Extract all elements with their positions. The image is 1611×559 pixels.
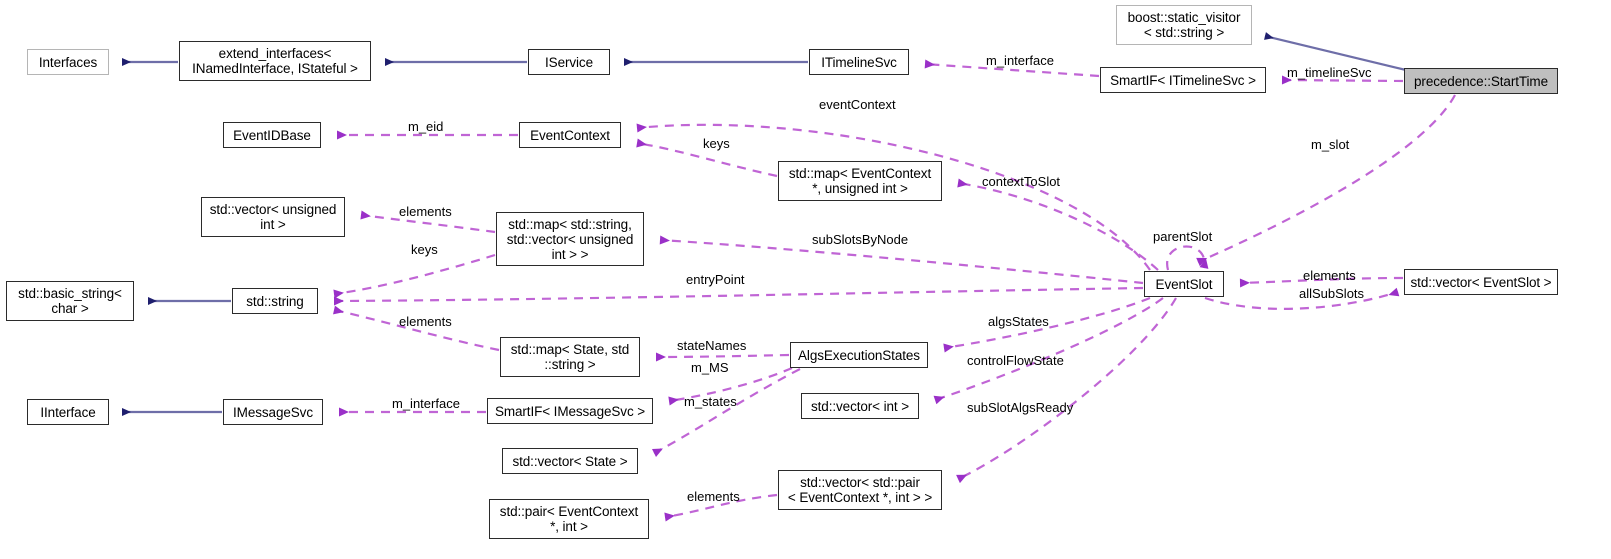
edge-veceventslot-to-eventslot xyxy=(1239,276,1404,288)
edge-label-l_elements_slot: elements xyxy=(1303,268,1356,283)
node-map_str_vec[interactable]: std::map< std::string, std::vector< unsi… xyxy=(496,212,644,266)
edge-label-l_m_interface_top: m_interface xyxy=(986,53,1054,68)
edge-label-l_elements_str: elements xyxy=(399,314,452,329)
node-pair_ctx_int[interactable]: std::pair< EventContext *, int > xyxy=(489,499,649,539)
node-smartif_msg[interactable]: SmartIF< IMessageSvc > xyxy=(487,398,653,424)
edge-eventslot-to-veceventslot xyxy=(1204,287,1400,310)
edge-label-l_entryPoint: entryPoint xyxy=(686,272,745,287)
edge-algsstates-to-vecstate xyxy=(651,368,801,458)
edge-eventslot-to-stdstring xyxy=(333,286,1144,306)
node-algs_exec_states[interactable]: AlgsExecutionStates xyxy=(790,342,928,368)
edge-algsstates-to-mapstate xyxy=(655,352,790,362)
node-vec_pair[interactable]: std::vector< std::pair < EventContext *,… xyxy=(778,470,942,510)
edge-starttime-to-eventslot xyxy=(1196,94,1456,267)
edge-label-l_m_timelineSvc: m_timelineSvc xyxy=(1287,65,1372,80)
edge-label-l_subSlotsByNode: subSlotsByNode xyxy=(812,232,909,247)
edge-label-l_m_eid: m_eid xyxy=(408,119,444,134)
node-vec_eventslot[interactable]: std::vector< EventSlot > xyxy=(1404,269,1558,295)
node-vec_int[interactable]: std::vector< int > xyxy=(801,393,919,419)
edge-smartif-timeline-to-itimelinesvc xyxy=(924,59,1100,78)
edge-mapctx-to-eventcontext xyxy=(636,138,778,178)
edge-label-l_parentSlot: parentSlot xyxy=(1153,229,1213,244)
edge-eventslot-to-mapstrvec xyxy=(659,235,1144,285)
node-eventslot[interactable]: EventSlot xyxy=(1144,271,1224,297)
edge-eventslot-to-algsstates xyxy=(943,296,1151,353)
edge-mapstrvec-to-stdstring xyxy=(333,253,496,299)
node-iinterface[interactable]: IInterface xyxy=(27,399,109,425)
edge-label-l_m_slot: m_slot xyxy=(1311,137,1350,152)
usage-edges xyxy=(333,59,1456,522)
node-itimelinesvc[interactable]: ITimelineSvc xyxy=(809,49,909,75)
edge-label-l_elements_vecuint: elements xyxy=(399,204,452,219)
edge-mapstate-to-stdstring xyxy=(333,305,500,352)
node-extend_interfaces[interactable]: extend_interfaces< INamedInterface, ISta… xyxy=(179,41,371,81)
inheritance-edges xyxy=(122,32,1407,416)
node-starttime[interactable]: precedence::StartTime xyxy=(1404,68,1558,94)
edge-starttime-to-smartif-timeline xyxy=(1281,75,1404,85)
node-vec_state[interactable]: std::vector< State > xyxy=(502,448,638,474)
edge-label-l_keys_top: keys xyxy=(703,136,730,151)
edge-mapstrvec-to-vecuint xyxy=(360,210,496,234)
node-map_state_string[interactable]: std::map< State, std ::string > xyxy=(500,337,640,377)
node-eventcontext[interactable]: EventContext xyxy=(519,122,621,148)
edge-label-l_stateNames: stateNames xyxy=(677,338,747,353)
edge-starttime-to-boost-visitor xyxy=(1264,32,1407,72)
node-basic_string[interactable]: std::basic_string< char > xyxy=(6,281,134,321)
edge-label-l_algsStates: algsStates xyxy=(988,314,1049,329)
node-smartif_timeline[interactable]: SmartIF< ITimelineSvc > xyxy=(1100,67,1266,93)
edge-label-l_eventContext: eventContext xyxy=(819,97,896,112)
edge-label-l_m_states: m_states xyxy=(684,394,737,409)
edge-algsstates-to-smartifmsg xyxy=(668,366,793,406)
edge-label-l_m_interface_bot: m_interface xyxy=(392,396,460,411)
edge-vecpair-to-pairctxint xyxy=(664,493,778,522)
node-eventidbase[interactable]: EventIDBase xyxy=(223,122,321,148)
edge-eventslot-to-eventcontext xyxy=(636,123,1151,271)
edge-label-l_keys_mid: keys xyxy=(411,242,438,257)
node-interfaces[interactable]: Interfaces xyxy=(27,49,109,75)
node-boost_visitor[interactable]: boost::static_visitor < std::string > xyxy=(1116,5,1252,45)
edge-label-l_contextToSlot: contextToSlot xyxy=(982,174,1061,189)
node-std_string[interactable]: std::string xyxy=(232,288,318,314)
edge-eventslot-to-vecint xyxy=(933,297,1164,405)
edge-label-l_elements_pair: elements xyxy=(687,489,740,504)
node-vec_uint[interactable]: std::vector< unsigned int > xyxy=(201,197,345,237)
edge-label-l_controlFlowState: controlFlowState xyxy=(967,353,1064,368)
edge-label-l_subSlotAlgsReady: subSlotAlgsReady xyxy=(967,400,1074,415)
node-map_ctx_uint[interactable]: std::map< EventContext *, unsigned int > xyxy=(778,161,942,201)
edge-label-l_m_MS: m_MS xyxy=(691,360,729,375)
node-iservice[interactable]: IService xyxy=(528,49,610,75)
node-imessagesvc[interactable]: IMessageSvc xyxy=(223,399,323,425)
edge-label-l_allSubSlots: allSubSlots xyxy=(1299,286,1365,301)
edge-eventslot-self-parentslot xyxy=(1166,245,1209,271)
edge-eventslot-to-mapctx xyxy=(957,178,1159,271)
